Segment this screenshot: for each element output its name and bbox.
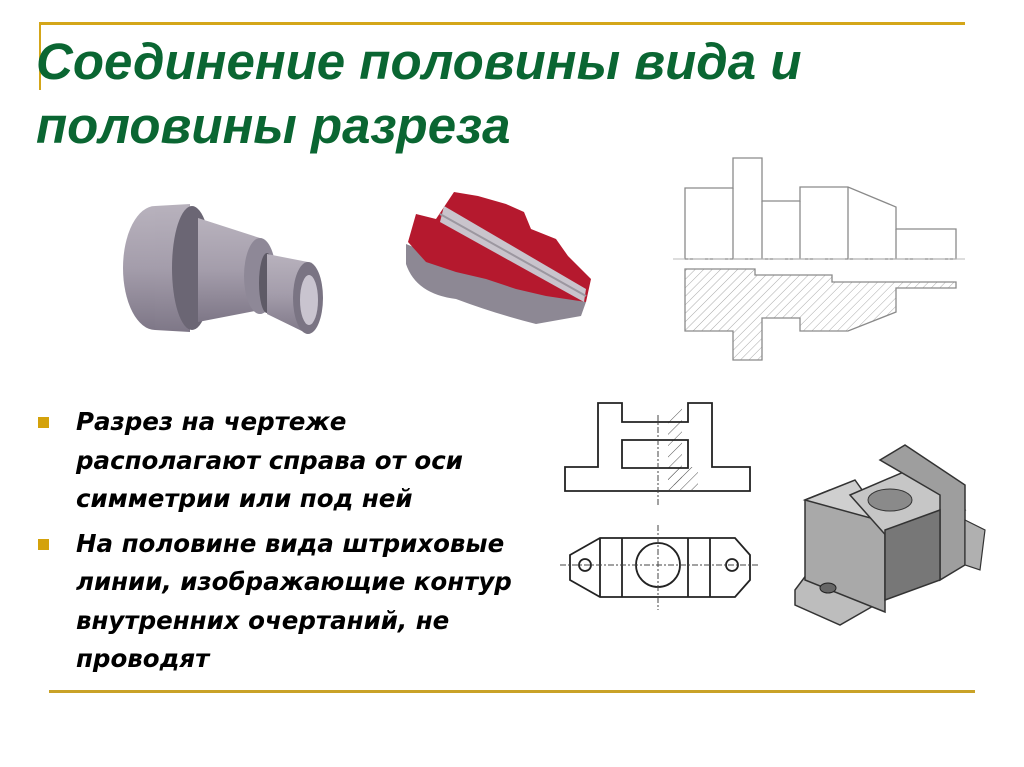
bullet-list: Разрез на чертеже располагают справа от … bbox=[38, 403, 518, 685]
half-view-half-section-drawing-2-image bbox=[560, 402, 760, 610]
bullet-item: Разрез на чертеже располагают справа от … bbox=[38, 403, 518, 519]
title-rule-top bbox=[40, 22, 965, 25]
title-rule-left bbox=[39, 22, 41, 90]
half-view-half-section-drawing-1-image bbox=[673, 157, 965, 361]
bullet-item: На половине вида штриховые линии, изобра… bbox=[38, 525, 518, 679]
bullet-square-icon bbox=[38, 417, 49, 428]
3d-part-section-image bbox=[406, 192, 591, 324]
bullet-text: Разрез на чертеже располагают справа от … bbox=[76, 407, 463, 513]
3d-part-view-image bbox=[123, 204, 323, 334]
bullet-square-icon bbox=[38, 538, 49, 550]
3d-bracket-image bbox=[794, 444, 986, 626]
bottom-rule bbox=[49, 690, 975, 693]
bullet-text: На половине вида штриховые линии, изобра… bbox=[76, 528, 512, 674]
slide-title: Соединение половины вида и половины разр… bbox=[36, 33, 802, 154]
